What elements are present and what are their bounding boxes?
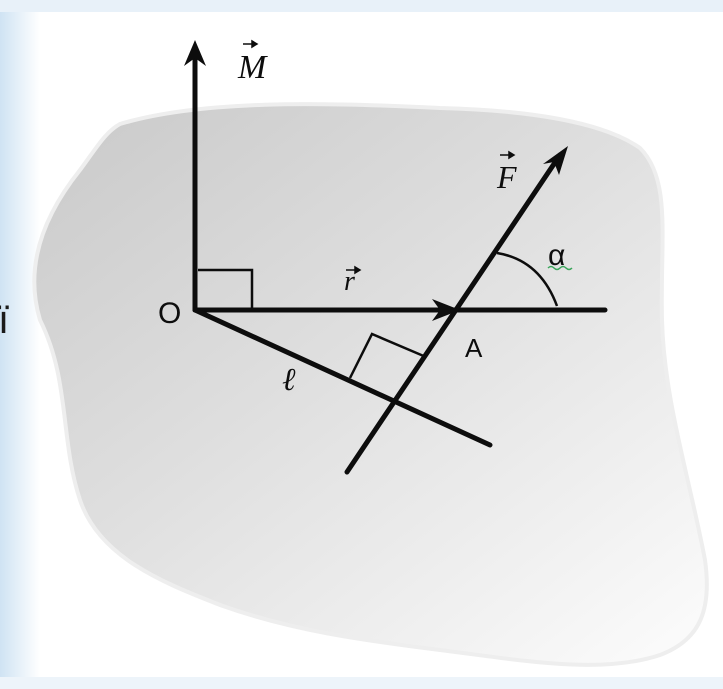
arrowheads [184, 40, 568, 321]
lever-arm-label: ℓ [282, 361, 296, 397]
bottom-frame-strip [0, 677, 723, 689]
force-arrowhead [543, 146, 568, 175]
clipped-edge-text: ї [0, 298, 9, 342]
rigid-body-shape [32, 102, 709, 667]
radius-label: r [344, 266, 355, 297]
right-angle-marker-lever [348, 332, 427, 379]
origin-label: O [158, 297, 181, 330]
right-angle-markers [198, 268, 427, 379]
moment-arrowhead [184, 40, 206, 66]
vector-lines [192, 49, 608, 475]
alpha-squiggle [547, 265, 573, 271]
angle-alpha-label: α [548, 239, 565, 272]
right-angle-marker-origin [198, 268, 254, 308]
top-frame-strip [0, 0, 723, 12]
force-label: F [496, 159, 517, 195]
lever-arm-line [192, 307, 493, 448]
angle-alpha-arc [496, 251, 559, 307]
moment-label: M [237, 49, 268, 86]
label-vector-marks [243, 39, 516, 275]
left-frame-strip [0, 0, 40, 689]
force-line-of-action [344, 152, 563, 475]
radius-arrowhead [432, 299, 460, 321]
point-a-label: A [465, 333, 483, 363]
